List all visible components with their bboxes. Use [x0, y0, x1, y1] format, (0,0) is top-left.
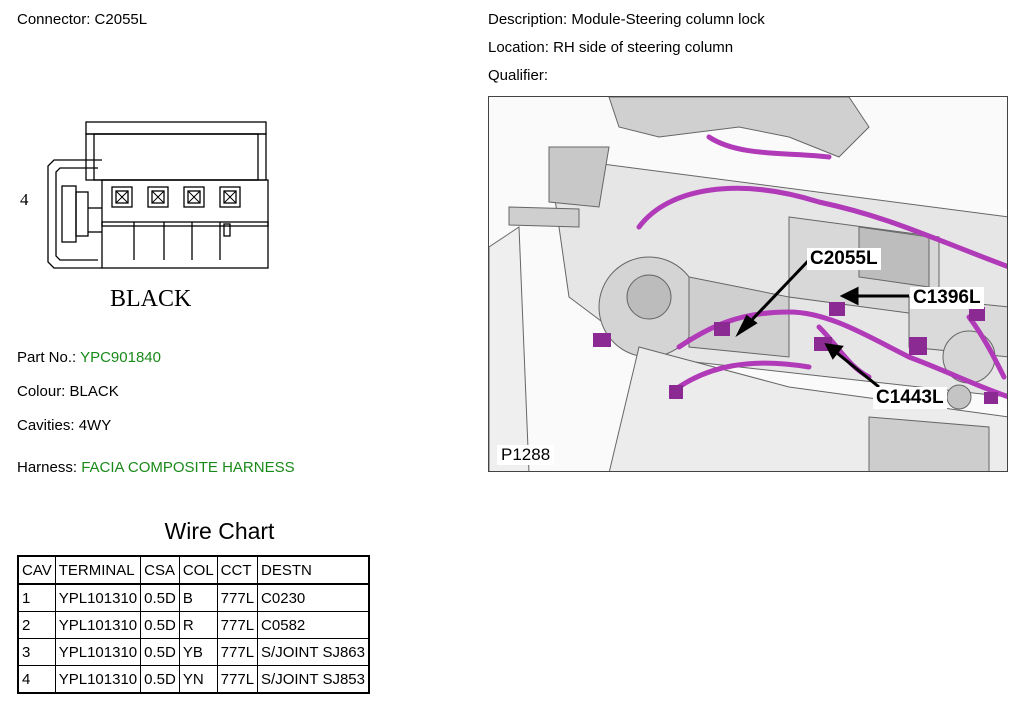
- callout-arrows: [735, 258, 909, 389]
- cell-destn: S/JOINT SJ863: [257, 638, 370, 666]
- cell-col: YB: [178, 638, 218, 666]
- qualifier-label: Qualifier:: [488, 67, 549, 84]
- location-illustration: C2055L C1396L C1443L P1288: [488, 96, 1008, 472]
- cavities-field: Cavities: 4WY: [17, 417, 111, 435]
- cavity-windows: [111, 186, 241, 208]
- header-destn: DESTN: [257, 555, 370, 585]
- header-csa: CSA: [140, 555, 180, 585]
- cell-terminal: YPL101310: [54, 583, 142, 612]
- part-no-field: Part No.: YPC901840: [17, 349, 161, 367]
- cell-cct: 777L: [216, 665, 259, 694]
- colour-drawing-label: BLACK: [110, 286, 192, 312]
- colour-value: BLACK: [69, 383, 119, 400]
- harness-routing: [636, 134, 1007, 399]
- description-value: Module-Steering column lock: [571, 11, 765, 28]
- cell-col: B: [178, 583, 218, 612]
- cavities-value: 4WY: [78, 417, 112, 434]
- cell-terminal: YPL101310: [54, 665, 142, 694]
- table-row: 3 YPL101310 0.5D YB 777L S/JOINT SJ863: [17, 638, 370, 666]
- table-row: 1 YPL101310 0.5D B 777L C0230: [17, 583, 370, 612]
- cell-terminal: YPL101310: [54, 638, 142, 666]
- header-col: COL: [178, 555, 218, 585]
- cell-col: R: [178, 611, 218, 639]
- header-terminal: TERMINAL: [54, 555, 142, 585]
- callout-c1443l: C1443L: [873, 387, 947, 409]
- connector-face-drawing: 4 BLACK: [20, 121, 269, 312]
- table-row: 4 YPL101310 0.5D YN 777L S/JOINT SJ853: [17, 665, 370, 694]
- location-value: RH side of steering column: [553, 39, 734, 56]
- wire-chart-table: CAV TERMINAL CSA COL CCT DESTN 1 YPL1013…: [17, 555, 370, 694]
- callout-c2055l: C2055L: [807, 248, 881, 270]
- cell-csa: 0.5D: [140, 638, 180, 666]
- header-cav: CAV: [17, 555, 56, 585]
- colour-label: Colour:: [17, 383, 66, 400]
- part-no-value[interactable]: YPC901840: [80, 349, 161, 366]
- harness-label: Harness:: [17, 459, 78, 476]
- part-no-label: Part No.:: [17, 349, 77, 366]
- cavity-number-label: 4: [20, 190, 29, 209]
- cell-cav: 2: [17, 611, 56, 639]
- cell-csa: 0.5D: [140, 611, 180, 639]
- cavities-label: Cavities:: [17, 417, 75, 434]
- description-label: Description:: [488, 11, 568, 28]
- location-field: Location: RH side of steering column: [488, 39, 733, 57]
- cell-cav: 4: [17, 665, 56, 694]
- colour-field: Colour: BLACK: [17, 383, 119, 401]
- dashboard-drawing: [489, 97, 1007, 471]
- connector-label: Connector:: [17, 11, 91, 28]
- cell-cav: 3: [17, 638, 56, 666]
- cell-csa: 0.5D: [140, 583, 180, 612]
- cell-destn: C0230: [257, 583, 370, 612]
- wire-chart-title: Wire Chart: [164, 518, 275, 544]
- cell-cct: 777L: [216, 583, 259, 612]
- cell-csa: 0.5D: [140, 665, 180, 694]
- cell-col: YN: [178, 665, 218, 694]
- wire-chart-header-row: CAV TERMINAL CSA COL CCT DESTN: [17, 555, 370, 585]
- description-field: Description: Module-Steering column lock: [488, 11, 765, 29]
- harness-field: Harness: FACIA COMPOSITE HARNESS: [17, 459, 295, 477]
- cell-terminal: YPL101310: [54, 611, 142, 639]
- cell-cav: 1: [17, 583, 56, 612]
- cell-cct: 777L: [216, 611, 259, 639]
- table-row: 2 YPL101310 0.5D R 777L C0582: [17, 611, 370, 639]
- connector-field: Connector: C2055L: [17, 11, 147, 29]
- cell-destn: C0582: [257, 611, 370, 639]
- cell-cct: 777L: [216, 638, 259, 666]
- connector-value: C2055L: [94, 11, 148, 28]
- qualifier-field: Qualifier:: [488, 67, 548, 85]
- harness-value[interactable]: FACIA COMPOSITE HARNESS: [81, 459, 295, 476]
- callout-c1396l: C1396L: [910, 287, 984, 309]
- header-cct: CCT: [216, 555, 259, 585]
- location-label: Location:: [488, 39, 549, 56]
- cell-destn: S/JOINT SJ853: [257, 665, 370, 694]
- figure-reference: P1288: [497, 445, 555, 465]
